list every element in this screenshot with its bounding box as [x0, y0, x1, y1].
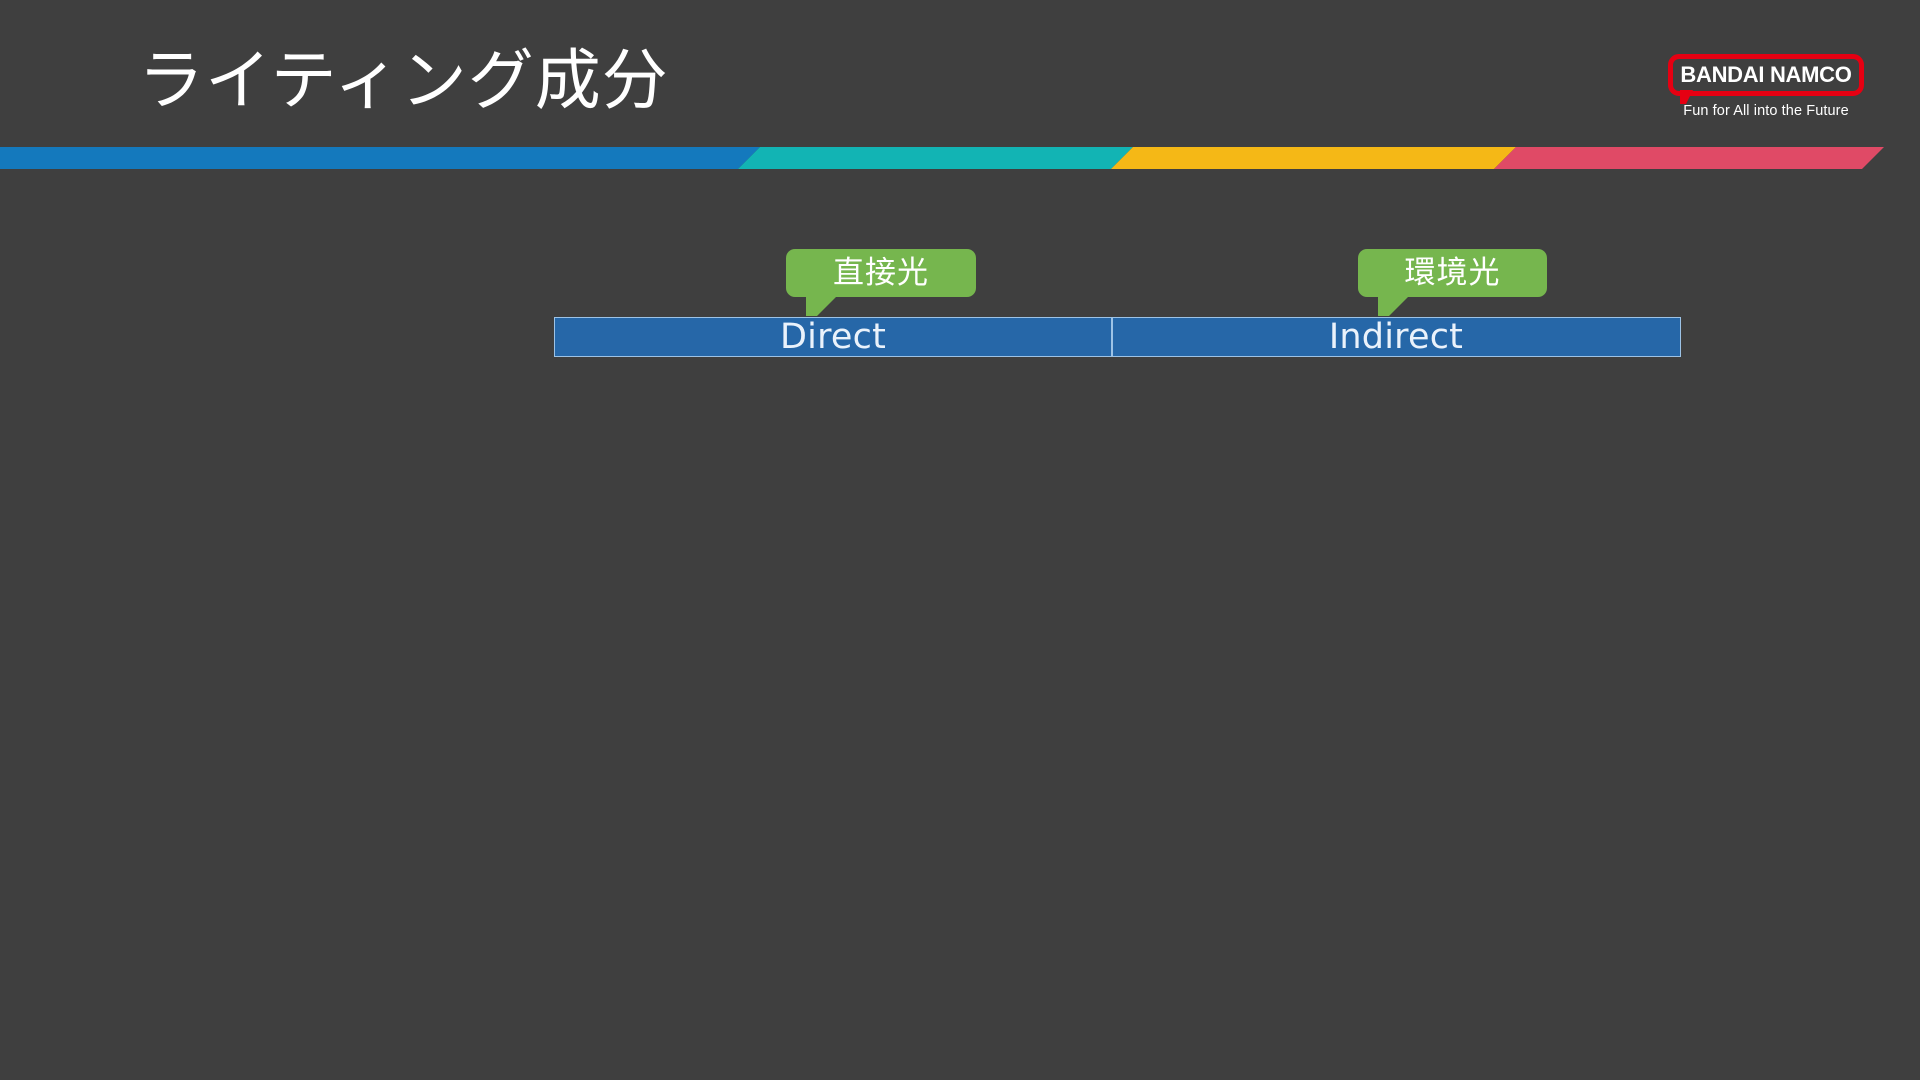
- stripe-segment-teal: [738, 147, 1133, 169]
- stripe-segment-crimson: [1494, 147, 1884, 169]
- lighting-split-bar: Direct Indirect: [554, 317, 1681, 357]
- callout-ambient-light-label: 環境光: [1404, 254, 1501, 291]
- logo-wordmark: BANDAI NAMCO: [1680, 62, 1852, 87]
- logo-tagline: Fun for All into the Future: [1683, 103, 1849, 120]
- callout-ambient-light[interactable]: 環境光: [1358, 249, 1547, 316]
- bar-cell-indirect-label: Indirect: [1328, 316, 1464, 357]
- page-title: ライティング成分: [138, 42, 669, 119]
- bandai-namco-logo: BANDAI NAMCO Fun for All into the Future: [1668, 54, 1864, 119]
- bar-cell-indirect[interactable]: Indirect: [1112, 317, 1681, 357]
- callout-tail-icon: [1378, 296, 1409, 316]
- logo-tail-icon: [1680, 90, 1693, 105]
- callout-direct-light-label: 直接光: [833, 254, 929, 291]
- logo-red-frame: BANDAI NAMCO: [1668, 54, 1864, 105]
- bar-cell-direct-label: Direct: [780, 316, 886, 357]
- bar-cell-direct[interactable]: Direct: [554, 317, 1112, 357]
- accent-stripe: [0, 147, 1920, 169]
- stripe-segment-amber: [1111, 147, 1516, 169]
- bar-divider: [1112, 317, 1113, 357]
- stripe-segment-blue: [0, 147, 760, 169]
- callout-tail-icon: [806, 296, 837, 316]
- callout-direct-light[interactable]: 直接光: [786, 249, 976, 316]
